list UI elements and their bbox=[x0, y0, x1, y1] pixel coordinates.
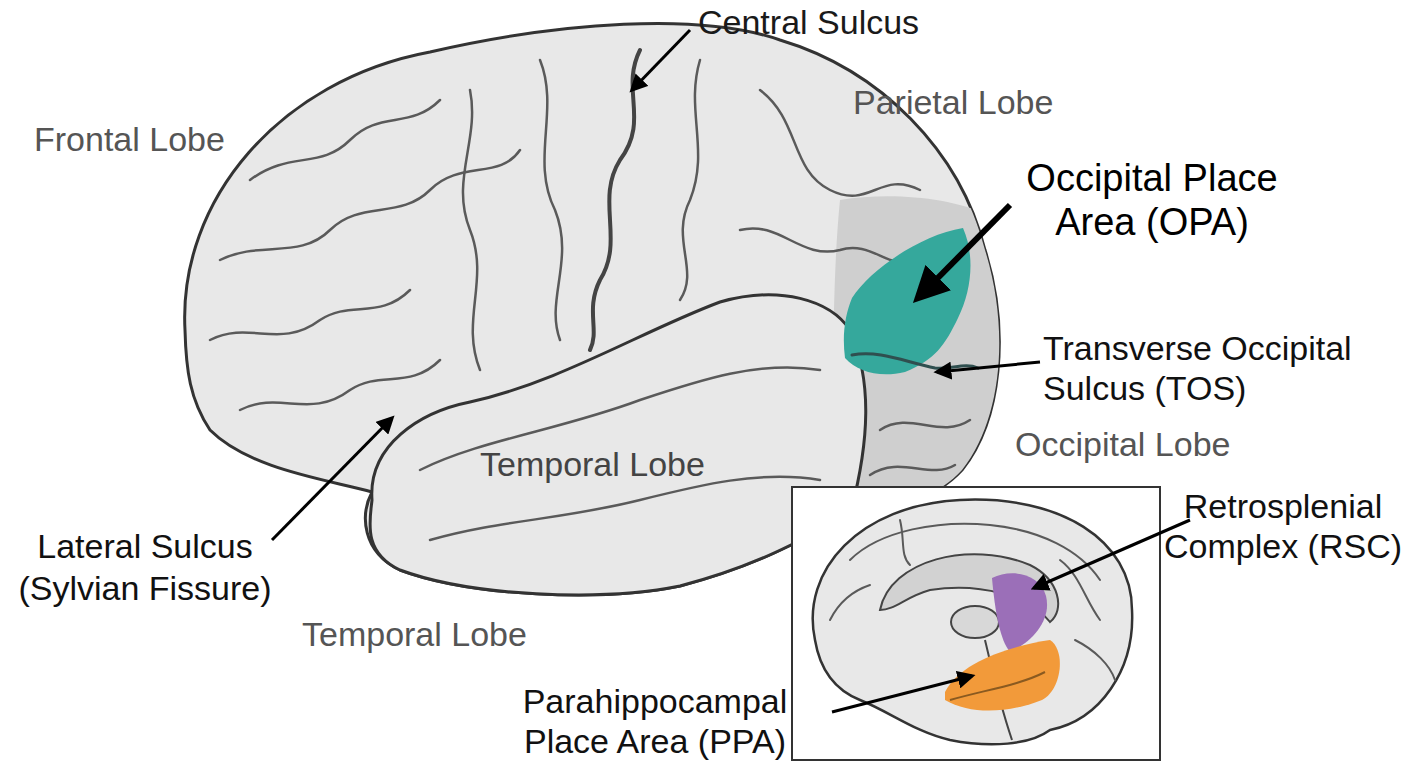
sulcus-line bbox=[463, 90, 480, 370]
tos-sulcus-line bbox=[852, 354, 978, 369]
temporal-sulci bbox=[420, 367, 820, 540]
sulcus-line bbox=[740, 228, 910, 262]
structure-label: Parietal Lobe bbox=[853, 82, 1053, 123]
leader-arrow bbox=[272, 418, 392, 540]
central-sulcus-line bbox=[590, 50, 640, 350]
ppa-region bbox=[945, 640, 1060, 711]
sulcus-line bbox=[210, 290, 410, 340]
thalamus bbox=[951, 606, 999, 638]
opa-region bbox=[844, 228, 971, 374]
leader-arrow bbox=[832, 676, 972, 712]
leader-arrow bbox=[632, 30, 690, 90]
structure-label: Temporal Lobe bbox=[480, 444, 705, 485]
leader-arrow bbox=[937, 362, 1040, 372]
sulcus-line bbox=[240, 360, 440, 410]
structure-label: Retrosplenial Complex (RSC) bbox=[1158, 486, 1408, 566]
structure-label: Occipital Lobe bbox=[1015, 424, 1230, 465]
postcentral-sulcus bbox=[680, 60, 700, 300]
collateral-sulcus bbox=[950, 672, 1045, 700]
sulcus-line bbox=[830, 585, 870, 620]
sulcus-line bbox=[430, 477, 820, 540]
structure-label: Parahippocampal Place Area (PPA) bbox=[510, 681, 800, 761]
structure-label: Frontal Lobe bbox=[34, 119, 225, 160]
structure-label: Central Sulcus bbox=[698, 2, 919, 43]
inset-leader-lines bbox=[832, 520, 1190, 712]
medial-sulci bbox=[830, 520, 1115, 680]
structure-label: Occipital Place Area (OPA) bbox=[1017, 156, 1287, 244]
inset-frame bbox=[792, 487, 1160, 760]
medial-brain-outline bbox=[813, 500, 1132, 745]
sulcus-line bbox=[880, 420, 970, 430]
leader-arrow bbox=[918, 205, 1010, 298]
sulcus-line bbox=[250, 100, 440, 180]
calcarine-sulcus bbox=[1075, 640, 1115, 680]
sulcus-line bbox=[900, 520, 910, 565]
sulcus-line bbox=[870, 465, 955, 475]
structure-label: Transverse Occipital Sulcus (TOS) bbox=[1043, 328, 1383, 408]
sulcus-line bbox=[540, 60, 562, 340]
structure-label: Temporal Lobe bbox=[302, 614, 527, 655]
structure-label: Lateral Sulcus (Sylvian Fissure) bbox=[5, 525, 285, 609]
